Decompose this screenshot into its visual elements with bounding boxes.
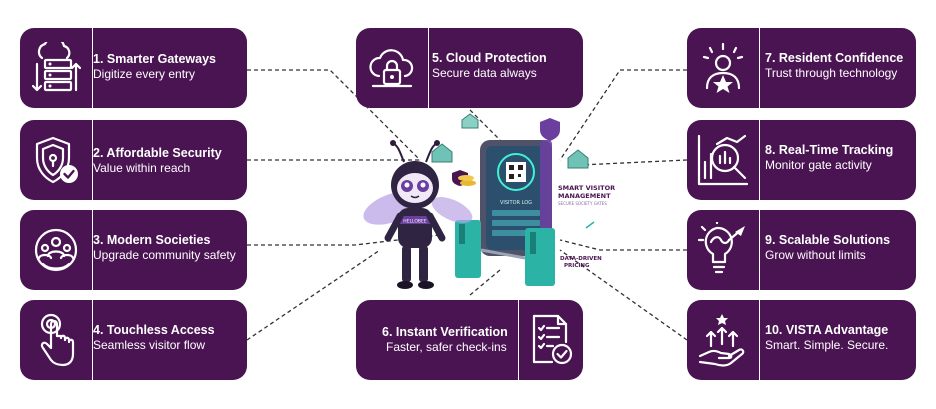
- touch-icon: [20, 300, 93, 380]
- connector-4: [246, 249, 381, 341]
- feature-card-resident-confidence: 7. Resident Confidence Trust through tec…: [687, 28, 916, 108]
- cloud-lock-icon: [356, 28, 429, 108]
- feature-title: 10. VISTA Advantage: [765, 323, 889, 337]
- feature-card-modern-societies: 3. Modern Societies Upgrade community sa…: [20, 210, 247, 290]
- connector-5: [469, 109, 501, 141]
- feature-description: Digitize every entry: [93, 67, 196, 81]
- feature-title: 7. Resident Confidence: [765, 51, 904, 65]
- house-icon: [431, 143, 453, 163]
- feature-description: Seamless visitor flow: [93, 338, 206, 352]
- screen-heading: VISITOR LOG: [500, 200, 532, 206]
- shield-icon: [540, 118, 560, 141]
- label-pricing: PRICING: [564, 263, 590, 269]
- shield-check-icon: [20, 120, 93, 200]
- arrow-icon: [585, 221, 595, 229]
- feature-description: Grow without limits: [765, 248, 866, 262]
- feature-description: Value within reach: [93, 161, 191, 175]
- feature-description: Upgrade community safety: [93, 248, 236, 262]
- chart-magnifier-icon: [687, 120, 760, 200]
- feature-description: Trust through technology: [765, 66, 898, 80]
- mascot-badge: HELLOBEE: [403, 219, 427, 225]
- checklist-icon: [518, 300, 583, 380]
- feature-title: 4. Touchless Access: [93, 323, 215, 337]
- feature-card-real-time-tracking: 8. Real-Time Tracking Monitor gate activ…: [687, 120, 916, 200]
- feature-card-instant-verification: 6. Instant Verification Faster, safer ch…: [356, 300, 583, 380]
- turnstile-gate: [455, 220, 555, 286]
- label-secure-gates: SECURE SOCIETY GATES: [558, 201, 607, 206]
- idea-growth-icon: [687, 210, 760, 290]
- connector-10: [559, 249, 688, 341]
- bee-mascot: HELLOBEE: [363, 140, 473, 289]
- coins-icon: [458, 175, 476, 186]
- feature-title: 5. Cloud Protection: [432, 51, 547, 65]
- connector-3: [247, 234, 441, 246]
- person-star-icon: [687, 28, 760, 108]
- house-icon: [461, 113, 479, 129]
- label-management: MANAGEMENT: [558, 192, 611, 200]
- server-icon: [20, 28, 93, 108]
- house-icon: [567, 149, 589, 169]
- feature-card-cloud-protection: 5. Cloud Protection Secure data always: [356, 28, 583, 108]
- feature-title: 2. Affordable Security: [93, 146, 222, 160]
- feature-description: Secure data always: [432, 66, 537, 80]
- feature-description: Monitor gate activity: [765, 158, 872, 172]
- feature-title: 3. Modern Societies: [93, 233, 211, 247]
- feature-title: 1. Smarter Gateways: [93, 52, 216, 66]
- center-illustration: VISITOR LOG HELLOBEE: [363, 113, 615, 289]
- connector-8: [579, 159, 688, 166]
- feature-title: 9. Scalable Solutions: [765, 233, 891, 247]
- connector-9: [559, 239, 687, 251]
- connector-7: [559, 69, 687, 161]
- feature-card-smarter-gateways: 1. Smarter Gateways Digitize every entry: [20, 28, 247, 108]
- hand-arrows-icon: [687, 300, 760, 380]
- feature-card-affordable-security: 2. Affordable Security Value within reac…: [20, 120, 247, 200]
- visitor-kiosk: VISITOR LOG: [480, 140, 552, 256]
- feature-card-vista-advantage: 10. VISTA Advantage Smart. Simple. Secur…: [687, 300, 916, 380]
- community-icon: [20, 210, 93, 290]
- feature-description: Faster, safer check-ins: [386, 340, 507, 354]
- feature-description: Smart. Simple. Secure.: [765, 338, 889, 352]
- feature-title: 8. Real-Time Tracking: [765, 143, 894, 157]
- label-smart-visitor: SMART VISITOR: [558, 184, 615, 192]
- feature-card-scalable-solutions: 9. Scalable Solutions Grow without limit…: [687, 210, 916, 290]
- label-data-driven: DATA-DRIVEN: [560, 256, 602, 262]
- feature-title: 6. Instant Verification: [382, 325, 508, 339]
- feature-card-touchless-access: 4. Touchless Access Seamless visitor flo…: [20, 300, 247, 380]
